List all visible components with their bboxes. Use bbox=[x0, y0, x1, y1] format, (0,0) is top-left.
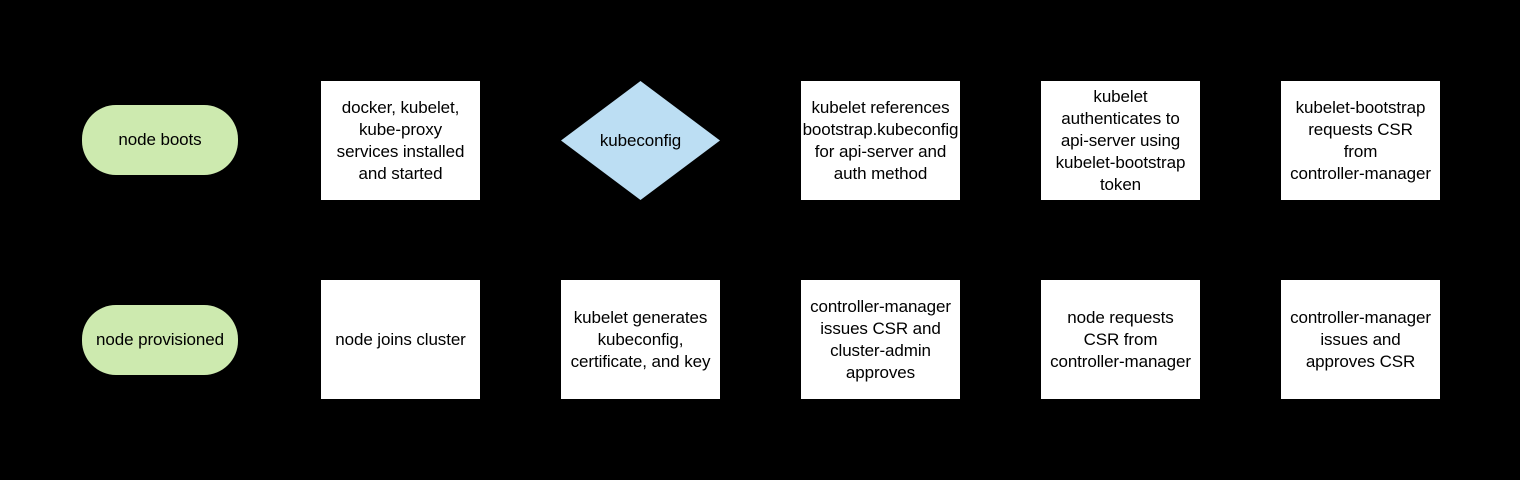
node-node-provisioned[interactable]: node provisioned bbox=[82, 305, 238, 375]
node-kubelet-bootstrap-requests-csr[interactable]: kubelet-bootstrap requests CSR from cont… bbox=[1281, 81, 1440, 200]
node-label: node requests CSR from controller-manage… bbox=[1050, 307, 1191, 371]
node-node-requests-csr[interactable]: node requests CSR from controller-manage… bbox=[1041, 280, 1200, 399]
node-kubelet-references-bootstrap[interactable]: kubelet references bootstrap.kubeconfig … bbox=[801, 81, 960, 200]
node-label: node boots bbox=[118, 130, 202, 149]
node-kubeconfig-decision[interactable]: kubeconfig bbox=[561, 81, 720, 200]
terminator-shape: node provisioned bbox=[82, 305, 238, 375]
process-shape: kubelet-bootstrap requests CSR from cont… bbox=[1281, 81, 1440, 200]
node-label: kubelet authenticates to api-server usin… bbox=[1055, 86, 1186, 194]
process-shape: node joins cluster bbox=[321, 280, 480, 399]
node-controller-manager-issues-approves[interactable]: controller-manager issues and approves C… bbox=[1281, 280, 1440, 399]
process-shape: kubelet authenticates to api-server usin… bbox=[1041, 81, 1200, 200]
process-shape: controller-manager issues and approves C… bbox=[1281, 280, 1440, 399]
node-label: node provisioned bbox=[96, 330, 224, 349]
node-label: controller-manager issues CSR and cluste… bbox=[810, 296, 951, 382]
decision-shape: kubeconfig bbox=[561, 81, 720, 200]
process-shape: kubelet references bootstrap.kubeconfig … bbox=[801, 81, 960, 200]
node-label: docker, kubelet, kube-proxy services ins… bbox=[336, 97, 465, 183]
terminator-shape: node boots bbox=[82, 105, 238, 175]
node-label: kubelet-bootstrap requests CSR from cont… bbox=[1290, 97, 1431, 183]
node-node-joins-cluster[interactable]: node joins cluster bbox=[321, 280, 480, 399]
node-label: kubeconfig bbox=[599, 130, 682, 150]
node-label: kubelet references bootstrap.kubeconfig … bbox=[802, 97, 959, 183]
process-shape: docker, kubelet, kube-proxy services ins… bbox=[321, 81, 480, 200]
node-label: node joins cluster bbox=[335, 329, 466, 349]
process-shape: controller-manager issues CSR and cluste… bbox=[801, 280, 960, 399]
process-shape: node requests CSR from controller-manage… bbox=[1041, 280, 1200, 399]
process-shape: kubelet generates kubeconfig, certificat… bbox=[561, 280, 720, 399]
node-kubelet-generates-kubeconfig[interactable]: kubelet generates kubeconfig, certificat… bbox=[561, 280, 720, 399]
node-controller-manager-issues-csr[interactable]: controller-manager issues CSR and cluste… bbox=[801, 280, 960, 399]
node-kubelet-authenticates[interactable]: kubelet authenticates to api-server usin… bbox=[1041, 81, 1200, 200]
node-label: controller-manager issues and approves C… bbox=[1290, 307, 1431, 371]
node-services-installed[interactable]: docker, kubelet, kube-proxy services ins… bbox=[321, 81, 480, 200]
node-node-boots[interactable]: node boots bbox=[82, 105, 238, 175]
node-label: kubelet generates kubeconfig, certificat… bbox=[570, 307, 711, 371]
